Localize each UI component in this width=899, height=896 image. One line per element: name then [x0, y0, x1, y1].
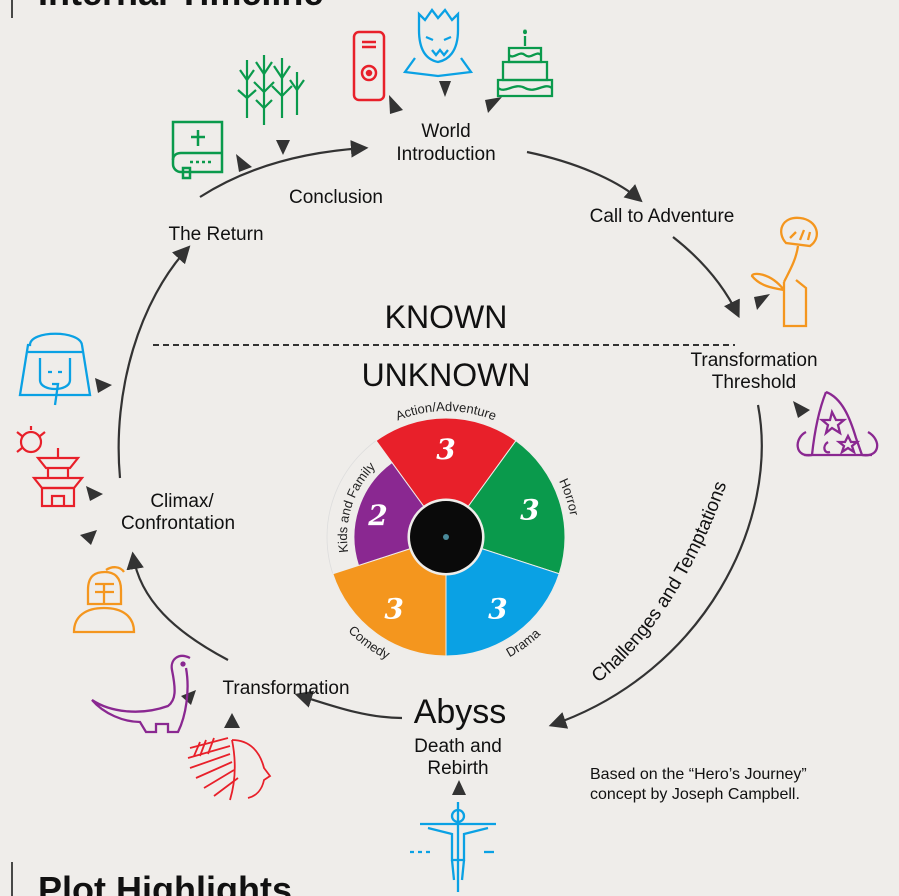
arrow-transformation-to-climax — [126, 551, 229, 661]
pointer — [86, 486, 103, 501]
chart-value-label: 3 — [436, 433, 455, 466]
bible-icon — [171, 120, 224, 180]
pointer — [80, 530, 97, 545]
chart-slice-action-adventure — [375, 417, 517, 507]
node-abyss: Abyss — [414, 693, 507, 731]
pointer — [485, 97, 502, 113]
arrow-call-to-threshold — [672, 236, 740, 319]
node-conclusion: Conclusion — [289, 187, 383, 208]
node-the-return: The Return — [168, 224, 263, 245]
crucifix-icon — [410, 802, 496, 892]
icon-pointers — [80, 81, 810, 795]
chart-value-label: 2 — [367, 499, 387, 532]
pointer — [276, 140, 290, 155]
node-death-and-rebirth-1: Death and — [414, 736, 502, 757]
node-death-and-rebirth-2: Rebirth — [427, 758, 488, 779]
pointer — [389, 95, 403, 114]
node-transformation-threshold-2: Threshold — [712, 372, 797, 393]
node-world-introduction-1: World — [421, 121, 470, 142]
node-call-to-adventure: Call to Adventure — [590, 206, 735, 227]
pointer — [754, 294, 770, 310]
arrow-threshold-to-abyss — [548, 404, 763, 729]
plot-highlights-heading: Plot Highlights — [38, 869, 292, 896]
pointer — [181, 690, 196, 705]
chart-slice-kids-and-family — [353, 461, 425, 567]
internal-timeline-heading: Internal Timeline — [38, 0, 323, 13]
pointer — [236, 154, 252, 172]
arrow-abyss-to-transformation — [294, 690, 403, 720]
pointer — [224, 713, 240, 728]
chart-center-dot — [443, 534, 449, 540]
native-headdress-icon — [187, 737, 272, 801]
arrow-return-to-world — [199, 140, 369, 198]
dinosaur-icon — [91, 654, 191, 734]
pointer — [793, 401, 810, 418]
chart-value-label: 3 — [384, 592, 403, 625]
node-transformation: Transformation — [222, 678, 349, 699]
pointer — [95, 378, 112, 393]
pointer — [439, 81, 451, 97]
credit-line-1: Based on the “Hero’s Journey” — [590, 766, 807, 783]
chart-value-label: 3 — [520, 494, 539, 527]
credit-line-2: concept by Joseph Campbell. — [590, 786, 800, 803]
wizard-hat-icon — [796, 390, 879, 457]
node-transformation-threshold-1: Transformation — [690, 350, 817, 371]
node-challenges-and-temptations: Challenges and Temptations — [588, 479, 731, 687]
arrow-world-to-call — [526, 150, 643, 203]
pharaoh-icon — [18, 332, 92, 406]
pagoda-icon — [16, 426, 85, 508]
node-world-introduction-2: Introduction — [396, 144, 495, 165]
chart-slice-comedy — [332, 548, 447, 657]
node-climax-1: Climax/ — [150, 491, 214, 512]
chart-slice-drama — [445, 548, 560, 657]
knight-icon — [72, 566, 136, 634]
pointer — [452, 780, 466, 795]
node-climax-2: Confrontation — [121, 513, 235, 534]
genre-chart: 3Action/Adventure3Horror3Drama3Comedy2Ki… — [326, 399, 582, 662]
vampire-icon — [402, 8, 474, 78]
forest-icon — [237, 55, 305, 125]
unknown-label: UNKNOWN — [362, 357, 531, 393]
chart-slice-horror — [467, 440, 566, 575]
cake-icon — [496, 29, 554, 98]
chart-value-label: 3 — [488, 592, 507, 625]
known-label: KNOWN — [385, 299, 508, 335]
carnivorous-plant-icon — [750, 216, 818, 328]
robot-icon — [352, 30, 386, 102]
arrow-climax-to-return — [117, 245, 191, 479]
